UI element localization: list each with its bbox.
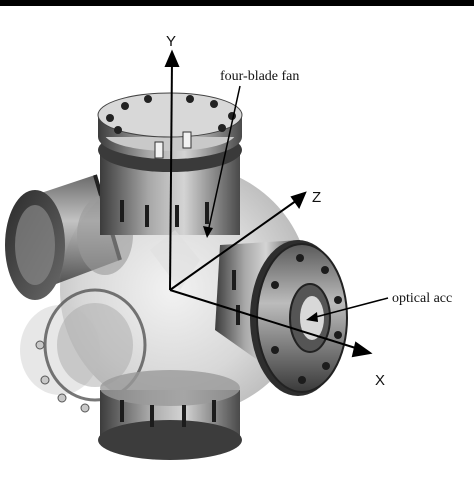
optical-leader-arrow: [306, 312, 318, 322]
x-axis-line: [169, 289, 363, 351]
optical-label: optical acc: [392, 291, 452, 306]
right-port: [215, 240, 348, 396]
y-axis-line: [169, 59, 173, 291]
lower-left-window: [57, 303, 133, 387]
bottom-port: [98, 370, 242, 460]
y-axis-label: Y: [166, 33, 176, 50]
z-axis-arrow: [290, 191, 307, 210]
x-axis-arrow: [351, 341, 373, 358]
fan-blades: [150, 230, 200, 290]
top-border: [0, 0, 474, 6]
z-axis-label: Z: [312, 189, 321, 206]
optical-leader-line: [311, 297, 389, 319]
fan-label: four-blade fan: [220, 69, 299, 84]
fan-leader-arrow: [203, 226, 213, 238]
y-axis-arrow: [164, 49, 180, 67]
lower-left-flange: [43, 288, 147, 402]
flange-screws: [35, 340, 90, 413]
fan-leader-line: [207, 85, 241, 233]
z-axis-line: [169, 197, 301, 291]
x-axis-label: X: [375, 372, 385, 389]
